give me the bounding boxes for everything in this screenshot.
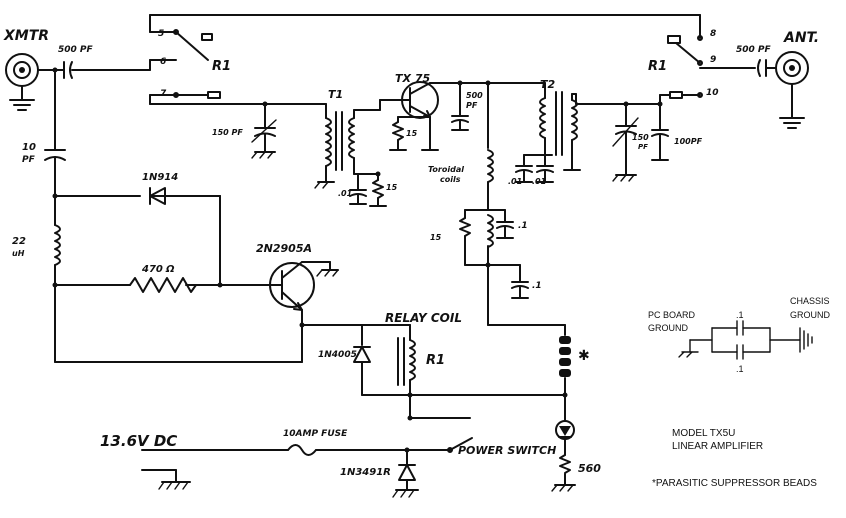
tx75-label: TX 75 (395, 72, 430, 85)
t1-secondary (348, 117, 355, 159)
ground-bond-caps (678, 320, 813, 360)
power-switch[interactable] (447, 437, 473, 453)
res-15-a-label: 15 (386, 183, 398, 192)
ant-connector (775, 51, 809, 129)
legend-cap-1-label: .1 (736, 310, 744, 320)
cap-500pf-output (757, 59, 767, 77)
cap-500pf-input (63, 61, 73, 79)
toroidal-label: Toroidal (428, 165, 464, 174)
res-15-c-label: 15 (430, 233, 442, 242)
legend-cap-2-label: .1 (736, 364, 744, 374)
res-15-b-label: 15 (406, 129, 418, 138)
transistor-tx75 (401, 81, 439, 119)
cap-150pf-left-label: 150 PF (212, 128, 243, 137)
cap-10pf-label: 10 (22, 142, 36, 153)
model-label: MODEL TX5U (672, 428, 735, 439)
t2-primary (539, 97, 546, 139)
relay-coil-r1-label: R1 (426, 353, 445, 368)
pin-8-label: 8 (710, 29, 716, 39)
relay-coil-label: RELAY COIL (385, 311, 462, 325)
t2-secondary (571, 99, 578, 141)
cap-01-a-label: .01 (338, 189, 352, 198)
t2-label: T2 (540, 78, 556, 91)
ind-22-unit: uH (12, 249, 25, 258)
zener-label: 1N3491R (340, 467, 391, 478)
pcb-ground-label-2: GROUND (648, 323, 688, 333)
res-470-ohm: Ω (165, 264, 175, 275)
relay-coil (409, 339, 416, 381)
cap-150pf-right-label: 150 (632, 133, 649, 142)
relay-r1-contacts-left (149, 14, 701, 99)
chassis-ground-label-2: GROUND (790, 310, 830, 320)
ant-label: ANT. (783, 30, 819, 46)
resistor-15-b (392, 121, 404, 141)
cap-500pf-input-label: 500 PF (58, 45, 94, 55)
ind-22-label: 22 (12, 236, 26, 247)
cap-500pf-output-label: 500 PF (736, 45, 772, 55)
model-sublabel: LINEAR AMPLIFIER (672, 441, 763, 452)
suppressor-note: *PARASITIC SUPPRESSOR BEADS (652, 478, 817, 489)
transistor-2n2905a (269, 261, 315, 311)
resistor-560 (559, 454, 571, 474)
cap-01-b-label: .01 (508, 177, 522, 186)
fuse (287, 444, 317, 456)
parasitic-suppressor-beads (559, 336, 571, 377)
cap-500pf-mid-label: 500 (466, 91, 483, 100)
toroidal-choke-2 (487, 214, 494, 248)
fuse-label: 10AMP FUSE (283, 429, 348, 439)
inductor-22uh (54, 224, 61, 266)
pin-7-label: 7 (160, 89, 167, 99)
res-470-label: 470 (141, 264, 163, 275)
cap-150pf-right-unit: PF (638, 143, 648, 151)
toroidal-label-2: coils (440, 175, 461, 184)
diode-1n4005-label: 1N4005 (318, 350, 357, 360)
relay-r1-right-label: R1 (648, 59, 667, 74)
relay-r1-left-label: R1 (212, 59, 231, 74)
transistor-label: 2N2905A (256, 242, 312, 255)
pin-6-label: 6 (160, 57, 166, 67)
t1-label: T1 (328, 88, 343, 101)
cap-10pf-unit: PF (22, 155, 36, 165)
relay-r1-contacts-right (667, 14, 703, 98)
pcb-ground-label: PC BOARD (648, 310, 696, 320)
pin-5-label: 5 (158, 29, 164, 39)
zener-1n3491r (398, 464, 416, 481)
pin-10-label: 10 (706, 88, 719, 98)
cap-01-c-label: .01 (532, 177, 546, 186)
beads-asterisk: ✱ (578, 348, 590, 364)
supply-label: 13.6V DC (100, 432, 177, 450)
diode-1n914-label: 1N914 (142, 172, 178, 183)
toroidal-choke (487, 149, 494, 183)
cap-1-b-label: .1 (532, 281, 542, 291)
xmtr-connector (5, 53, 39, 111)
cap-500pf-mid-unit: PF (466, 101, 478, 110)
power-switch-label: POWER SWITCH (458, 444, 556, 457)
xmtr-label: XMTR (3, 28, 49, 44)
t1-primary (325, 117, 332, 167)
indicator-led (555, 420, 575, 440)
pin-9-label: 9 (710, 55, 716, 65)
chassis-ground-label: CHASSIS (790, 296, 830, 306)
res-560-label: 560 (578, 462, 601, 475)
resistor-15-a (372, 179, 384, 199)
resistor-15-c (459, 217, 471, 237)
cap-100pf-label: 100PF (674, 137, 703, 146)
cap-1-a-label: .1 (518, 221, 528, 231)
